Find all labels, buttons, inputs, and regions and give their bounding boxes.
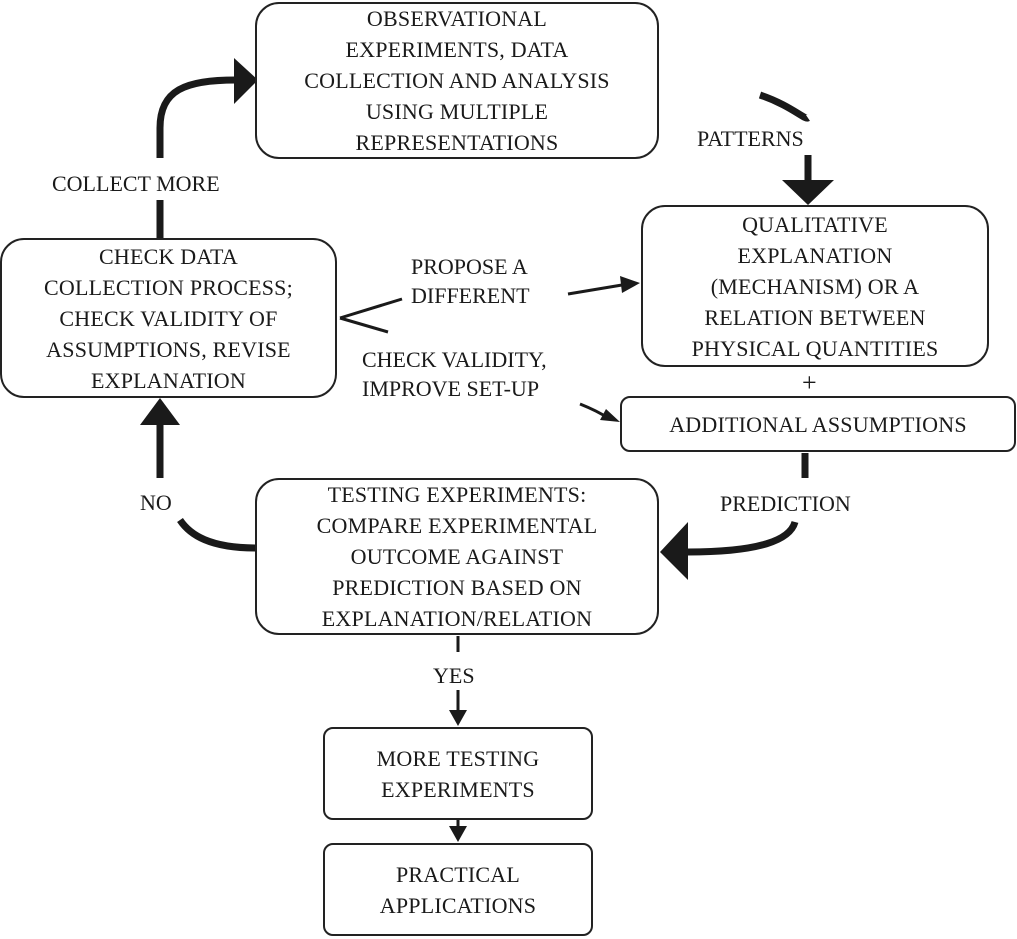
observational-experiments-text: OBSERVATIONAL EXPERIMENTS, DATA COLLECTI…: [304, 6, 610, 155]
check-data-collection-text: CHECK DATA COLLECTION PROCESS; CHECK VAL…: [44, 243, 293, 393]
practical-arrowhead: [449, 826, 467, 842]
practical-applications-box: PRACTICAL APPLICATIONS: [323, 843, 593, 936]
plus-sign: +: [802, 368, 817, 397]
propose-arrowhead: [620, 276, 640, 293]
more-testing-experiments-box: MORE TESTING EXPERIMENTS: [323, 727, 593, 820]
no-arrow-line: [177, 517, 257, 552]
prediction-arrowhead: [660, 522, 688, 580]
v-lower-line: [339, 316, 389, 334]
propose-different-label: PROPOSE A DIFFERENT: [411, 254, 530, 308]
collect-more-label: COLLECT MORE: [52, 171, 220, 196]
more-testing-experiments-text: MORE TESTING EXPERIMENTS: [376, 745, 540, 802]
patterns-arrowhead: [782, 180, 834, 205]
check-data-collection-box: CHECK DATA COLLECTION PROCESS; CHECK VAL…: [0, 238, 337, 398]
collect-more-arrow-line: [156, 76, 237, 158]
qualitative-explanation-text: QUALITATIVE EXPLANATION (MECHANISM) OR A…: [691, 211, 939, 361]
yes-arrowhead: [449, 710, 467, 726]
yes-label: YES: [433, 663, 475, 688]
practical-applications-text: PRACTICAL APPLICATIONS: [379, 861, 537, 918]
propose-arrow-line: [567, 283, 623, 296]
patterns-label: PATTERNS: [697, 126, 804, 151]
testing-experiments-text: TESTING EXPERIMENTS: COMPARE EXPERIMENTA…: [316, 482, 598, 631]
additional-assumptions-text: ADDITIONAL ASSUMPTIONS: [669, 411, 967, 437]
check-validity-label: CHECK VALIDITY, IMPROVE SET-UP: [362, 347, 547, 401]
testing-experiments-box: TESTING EXPERIMENTS: COMPARE EXPERIMENTA…: [255, 478, 659, 635]
no-label: NO: [140, 490, 172, 515]
prediction-label: PREDICTION: [720, 491, 851, 516]
v-upper-line: [339, 297, 403, 320]
patterns-arrow-line: [758, 91, 810, 122]
qualitative-explanation-box: QUALITATIVE EXPLANATION (MECHANISM) OR A…: [641, 205, 989, 367]
observational-experiments-box: OBSERVATIONAL EXPERIMENTS, DATA COLLECTI…: [255, 2, 659, 159]
additional-assumptions-box: ADDITIONAL ASSUMPTIONS: [620, 396, 1016, 452]
check-validity-arrowhead: [600, 409, 620, 422]
prediction-arrow-line: [687, 520, 799, 556]
no-arrowhead: [140, 398, 180, 425]
collect-more-arrowhead: [234, 58, 258, 104]
